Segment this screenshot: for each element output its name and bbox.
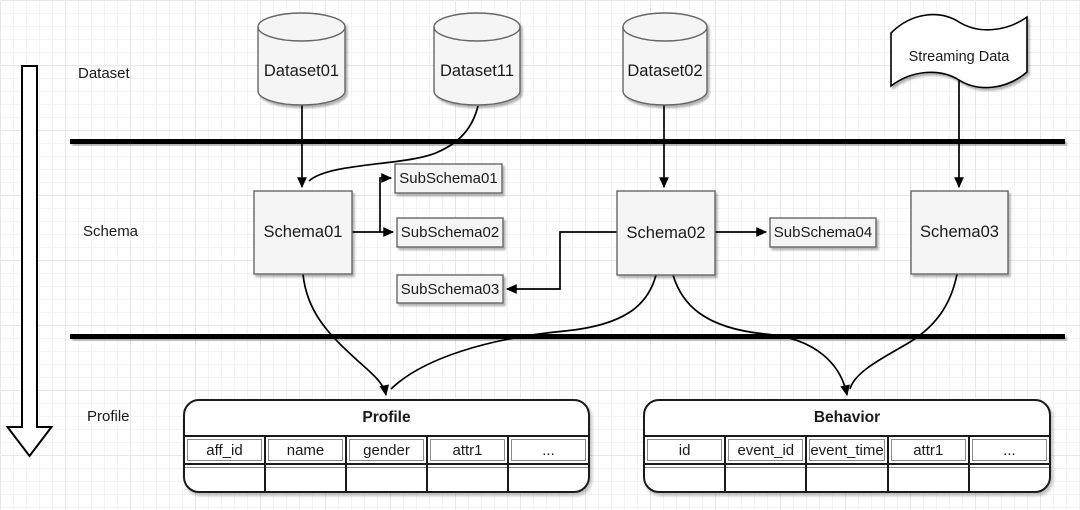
behavior-empty-cell: [969, 465, 1049, 491]
profile-empty-cell: [266, 465, 347, 491]
dataset02-cylinder: [622, 12, 708, 106]
streaming-data-tape: [890, 13, 1028, 89]
profile-empty-cell: [509, 465, 588, 491]
flow-direction-arrow: [5, 65, 54, 458]
behavior-empty-cell: [726, 465, 808, 491]
behavior-empty-cell: [888, 465, 970, 491]
profile-empty-cell: [347, 465, 428, 491]
behavior-column-header: event_id: [726, 437, 808, 463]
schema01-box: [253, 190, 353, 275]
arrow-schema02-to-subschema03: [505, 231, 617, 294]
arrow-schema02-to-profile: [390, 274, 657, 390]
behavior-table-title: Behavior: [645, 401, 1049, 437]
behavior-table-header-row: id event_id event_time attr1 ...: [645, 437, 1049, 465]
profile-table: Profile aff_id name gender attr1 ...: [183, 399, 590, 493]
profile-table-title: Profile: [185, 401, 588, 437]
schema02-box: [616, 190, 716, 276]
arrow-schema01-to-profile: [302, 273, 390, 397]
profile-column-header: aff_id: [185, 437, 266, 463]
schema03-box: [910, 190, 1009, 275]
profile-column-header: ...: [509, 437, 588, 463]
subschema04-box: [769, 217, 877, 248]
divider-dataset-schema: [70, 139, 1065, 144]
profile-empty-cell: [428, 465, 509, 491]
behavior-empty-cell: [807, 465, 889, 491]
subschema03-box: [396, 274, 504, 304]
behavior-column-header: ...: [970, 437, 1049, 463]
arrow-dataset11-to-schema01: [308, 105, 479, 182]
divider-schema-profile: [70, 334, 1065, 339]
subschema02-box: [396, 217, 504, 248]
arrow-schema03-to-behavior: [849, 273, 958, 390]
dataset11-cylinder: [433, 12, 521, 106]
behavior-column-header: id: [645, 437, 727, 463]
profile-table-empty-row: [185, 465, 588, 491]
dataset01-cylinder: [257, 12, 346, 106]
profile-empty-cell: [185, 465, 266, 491]
arrow-schema02-to-behavior: [672, 274, 850, 397]
behavior-table: Behavior id event_id event_time attr1 ..…: [643, 399, 1051, 493]
connectors: [297, 80, 964, 397]
subschema01-box: [394, 163, 503, 194]
profile-table-header-row: aff_id name gender attr1 ...: [185, 437, 588, 465]
profile-column-header: name: [266, 437, 347, 463]
profile-column-header: gender: [347, 437, 428, 463]
profile-column-header: attr1: [428, 437, 509, 463]
behavior-column-header: event_time: [807, 437, 889, 463]
arrow-schema01-to-subschema01: [379, 173, 393, 232]
behavior-table-empty-row: [645, 465, 1049, 491]
behavior-empty-cell: [645, 465, 727, 491]
behavior-column-header: attr1: [889, 437, 970, 463]
